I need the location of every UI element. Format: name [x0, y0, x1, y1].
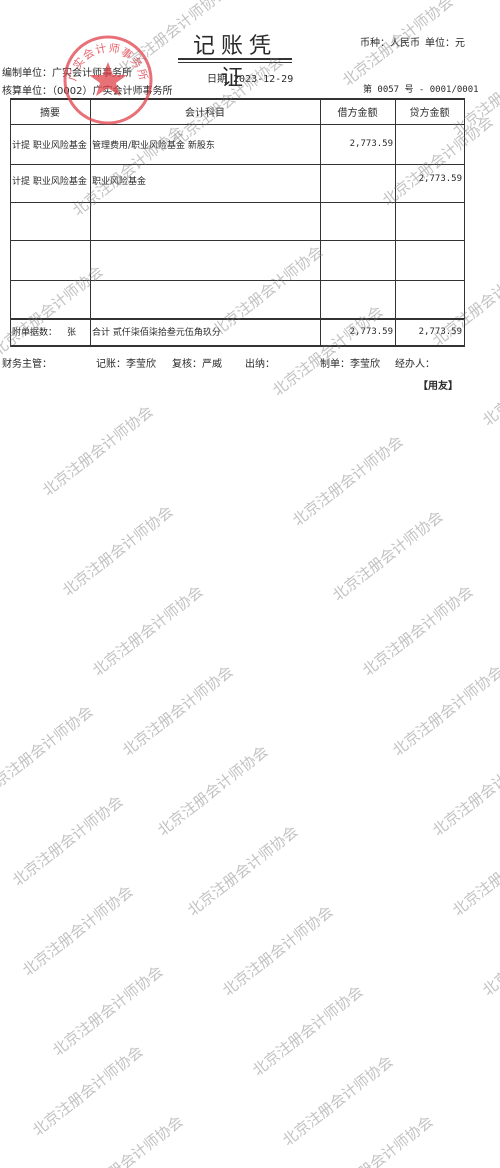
entry-credit: [395, 124, 464, 164]
watermark-text: 北京注册会计师协会: [184, 822, 302, 920]
voucher-number: 第 0057 号 - 0001/0001: [363, 85, 479, 95]
voucher-date: 日期 2023-12-29: [207, 74, 294, 85]
header-credit: 贷方金额: [409, 107, 450, 119]
accounting-unit: 核算单位：（0002）广实会计师事务所: [2, 86, 173, 97]
header-account: 会计科目: [185, 107, 225, 119]
totals-row: 附单据数： 张 合计 贰仟柒佰柒拾叁元伍角玖分 2,773.59 2,773.5…: [10, 318, 465, 345]
handler-signature: 经办人：: [395, 359, 435, 370]
watermark-text: 北京注册会计师协会: [289, 432, 407, 530]
watermark-text: 北京注册会计师协会: [479, 902, 500, 1000]
watermark-text: 北京注册会计师协会: [249, 982, 367, 1080]
currency-label: 币种：人民币: [360, 38, 420, 49]
entry-debit: [320, 164, 395, 202]
watermark-text: 北京注册会计师协会: [59, 502, 177, 600]
reviewer-signature: 复核：严威: [172, 359, 222, 370]
watermark-text: 北京注册会计师协会: [49, 962, 167, 1060]
watermark-text: 北京注册会计师协会: [279, 1052, 397, 1150]
header-debit: 借方金额: [337, 107, 378, 119]
watermark-text: 北京注册会计师协会: [154, 742, 272, 840]
watermark-text: 北京注册会计师协会: [329, 507, 447, 605]
watermark-text: 北京注册会计师协会: [429, 742, 500, 840]
maker-signature: 制单：李莹欣: [320, 359, 380, 370]
watermark-text: 北京注册会计师协会: [319, 1112, 437, 1168]
watermark-text: 北京注册会计师协会: [89, 582, 207, 680]
entry-summary: 计提 职业风险基金: [12, 177, 87, 187]
entry-credit: 2,773.59: [418, 174, 462, 184]
watermark-text: 北京注册会计师协会: [69, 1112, 187, 1168]
watermark-text: 北京注册会计师协会: [19, 882, 137, 980]
watermark-text: 北京注册会计师协会: [219, 902, 337, 1000]
watermark-text: 北京注册会计师协会: [29, 1042, 147, 1140]
company-seal-icon: 广实会计师事务所: [63, 35, 153, 125]
header-summary: 摘要: [40, 107, 60, 119]
entry-account: 管理费用/职业风险基金 新股东: [92, 140, 215, 151]
watermark-text: 北京注册会计师协会: [0, 702, 97, 800]
entry-summary: 计提 职业风险基金: [12, 140, 87, 151]
watermark-text: 北京注册会计师协会: [119, 662, 237, 760]
supervisor-signature: 财务主管：: [2, 359, 52, 370]
total-in-words: 合计 贰仟柒佰柒拾叁元伍角玖分: [92, 328, 221, 338]
watermark-text: 北京注册会计师协会: [389, 662, 500, 760]
attachments-count: 附单据数： 张: [10, 318, 90, 345]
watermark-text: 北京注册会计师协会: [359, 582, 477, 680]
watermark-text: 北京注册会计师协会: [449, 822, 500, 920]
preparing-unit: 编制单位：广实会计师事务所: [2, 68, 132, 79]
voucher-table: 摘要 会计科目 借方金额 贷方金额 计提 职业风险基金 管理费用/职业风险基金 …: [10, 98, 465, 347]
copy-type-label: 【用友】: [418, 381, 458, 392]
watermark-text: 北京注册会计师协会: [9, 792, 127, 890]
title-underline: [178, 58, 292, 63]
unit-label: 单位：元: [425, 38, 465, 49]
attachments-unit: 张: [67, 328, 77, 338]
cashier-signature: 出纳：: [245, 359, 275, 370]
table-header-row: 摘要 会计科目 借方金额 贷方金额: [10, 98, 465, 124]
accounting-voucher: 记账凭证 币种：人民币 单位：元 编制单位：广实会计师事务所 核算单位：（000…: [0, 0, 500, 400]
total-credit: 2,773.59: [418, 326, 462, 337]
attachments-label: 附单据数：: [12, 328, 58, 338]
watermark-text: 北京注册会计师协会: [39, 402, 157, 500]
table-row: 计提 职业风险基金 管理费用/职业风险基金 新股东 2,773.59: [10, 124, 465, 164]
voucher-title: 记账凭证: [192, 34, 277, 91]
bookkeeper-signature: 记账：李莹欣: [96, 359, 156, 370]
table-row: 计提 职业风险基金 职业风险基金 2,773.59: [10, 164, 465, 202]
total-debit: 2,773.59: [349, 326, 393, 337]
entry-account: 职业风险基金: [92, 177, 147, 187]
entry-debit: 2,773.59: [349, 139, 393, 149]
